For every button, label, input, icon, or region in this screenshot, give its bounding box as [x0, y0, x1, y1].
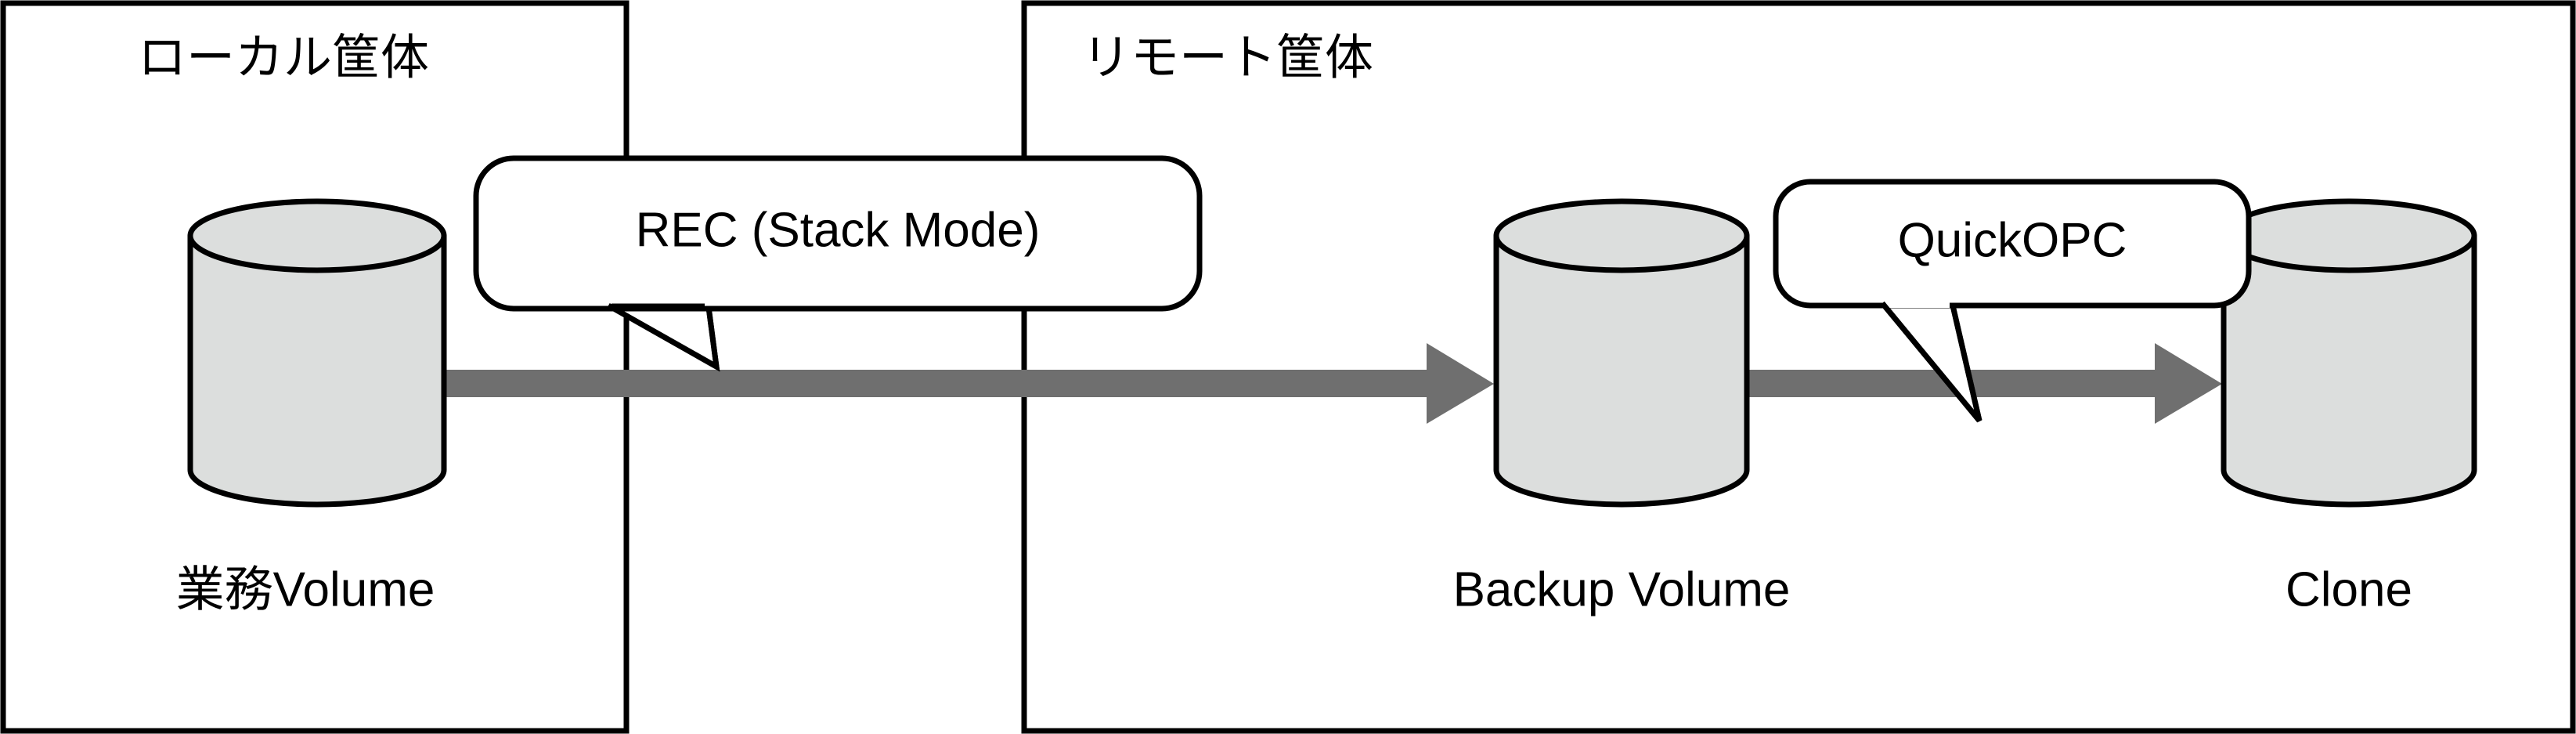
local-enclosure-frame: [0, 0, 630, 734]
rec-callout-label: REC (Stack Mode): [636, 203, 1041, 257]
rec-arrow: [406, 343, 1494, 424]
local-enclosure-title: ローカル筐体: [138, 31, 429, 85]
remote-enclosure-frame: [1021, 0, 2576, 734]
rec-callout: REC (Stack Mode): [473, 155, 1203, 372]
quickopc-callout-label: QuickOPC: [1898, 213, 2127, 267]
backup-volume-label: Backup Volume: [1453, 562, 1791, 616]
clone-volume-label: Clone: [2286, 562, 2412, 616]
quickopc-callout: QuickOPC: [1773, 179, 2252, 423]
business-volume-cylinder: [187, 198, 447, 508]
backup-volume-cylinder: [1493, 198, 1750, 508]
business-volume-label: 業務Volume: [176, 562, 435, 616]
remote-enclosure-title: リモート筐体: [1082, 31, 1373, 85]
clone-volume-cylinder: [2221, 198, 2477, 508]
quickopc-arrow: [1744, 343, 2222, 424]
